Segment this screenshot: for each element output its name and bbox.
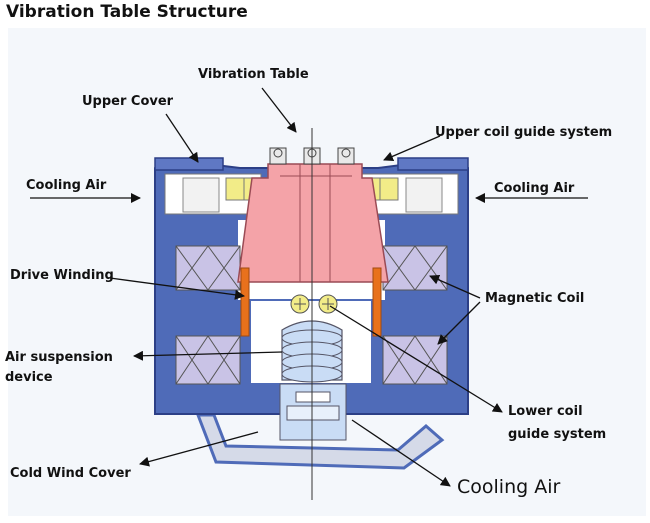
label-cold-wind-cover: Cold Wind Cover [10,466,131,481]
arrow-upper-cover [165,113,199,163]
arrow-lower-coil-guide [329,305,503,413]
upper-cover-left [154,157,224,171]
magnetic-coil [175,245,448,385]
label-air-suspension-2: device [5,370,53,385]
label-upper-cover: Upper Cover [82,94,174,109]
label-air-suspension-1: Air suspension [5,350,113,365]
label-magnetic-coil: Magnetic Coil [485,291,585,306]
upper-cover-right [397,157,469,171]
base-support [279,383,347,441]
arrow-vibration-table [261,87,297,133]
cold-wind-cover [195,413,445,470]
table-bolts [269,147,355,165]
lower-coil-guide [290,294,338,314]
arrow-cold-wind-cover [139,431,259,467]
label-lower-coil-2: guide system [508,427,607,442]
label-cooling-air-bottom: Cooling Air [457,476,561,498]
label-drive-winding: Drive Winding [10,268,114,283]
arrow-cooling-air-bottom [351,419,451,487]
arrow-magnetic-coil-lower [437,301,481,345]
label-cooling-air-left: Cooling Air [26,178,107,193]
leader-lines [30,87,588,487]
arrow-air-suspension [133,350,283,361]
label-lower-coil-1: Lower coil [508,404,583,419]
diagram-title: Vibration Table Structure [6,2,248,22]
arrow-magnetic-coil-upper [429,275,481,299]
drive-winding [240,267,382,337]
arrow-upper-coil-guide [383,135,441,162]
arrow-drive-winding [109,277,245,300]
vibration-table [237,163,389,283]
label-upper-coil-guide: Upper coil guide system [435,125,613,140]
label-cooling-air-right: Cooling Air [494,181,575,196]
label-vibration-table: Vibration Table [198,67,309,82]
